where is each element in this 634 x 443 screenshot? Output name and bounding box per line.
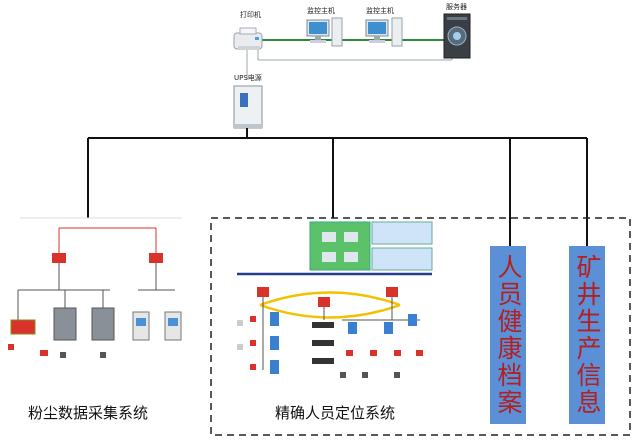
monitor-host-icon (306, 17, 343, 47)
ups-label: UPS电源 (234, 73, 262, 82)
positioning-network-icon (237, 221, 433, 378)
dust-collector-icon (8, 217, 182, 358)
printer-icon (233, 27, 263, 50)
server-icon (443, 13, 471, 59)
printer-label: 打印机 (240, 10, 261, 19)
dust-subsystem-label: 粉尘数据采集系统 (28, 404, 148, 422)
production-info-bar: 矿井生产信息 (569, 246, 605, 424)
health-record-label: 人员健康档案 (494, 254, 523, 416)
host1-label: 监控主机 (307, 6, 335, 15)
server-label: 服务器 (446, 2, 467, 11)
ups-icon (233, 85, 263, 129)
production-info-label: 矿井生产信息 (573, 254, 602, 416)
monitor-host-icon-2 (365, 17, 403, 47)
host2-label: 监控主机 (366, 6, 394, 15)
personnel-subsystem-label: 精确人员定位系统 (275, 404, 395, 422)
dashed-region (210, 217, 631, 436)
health-record-bar: 人员健康档案 (490, 246, 526, 424)
